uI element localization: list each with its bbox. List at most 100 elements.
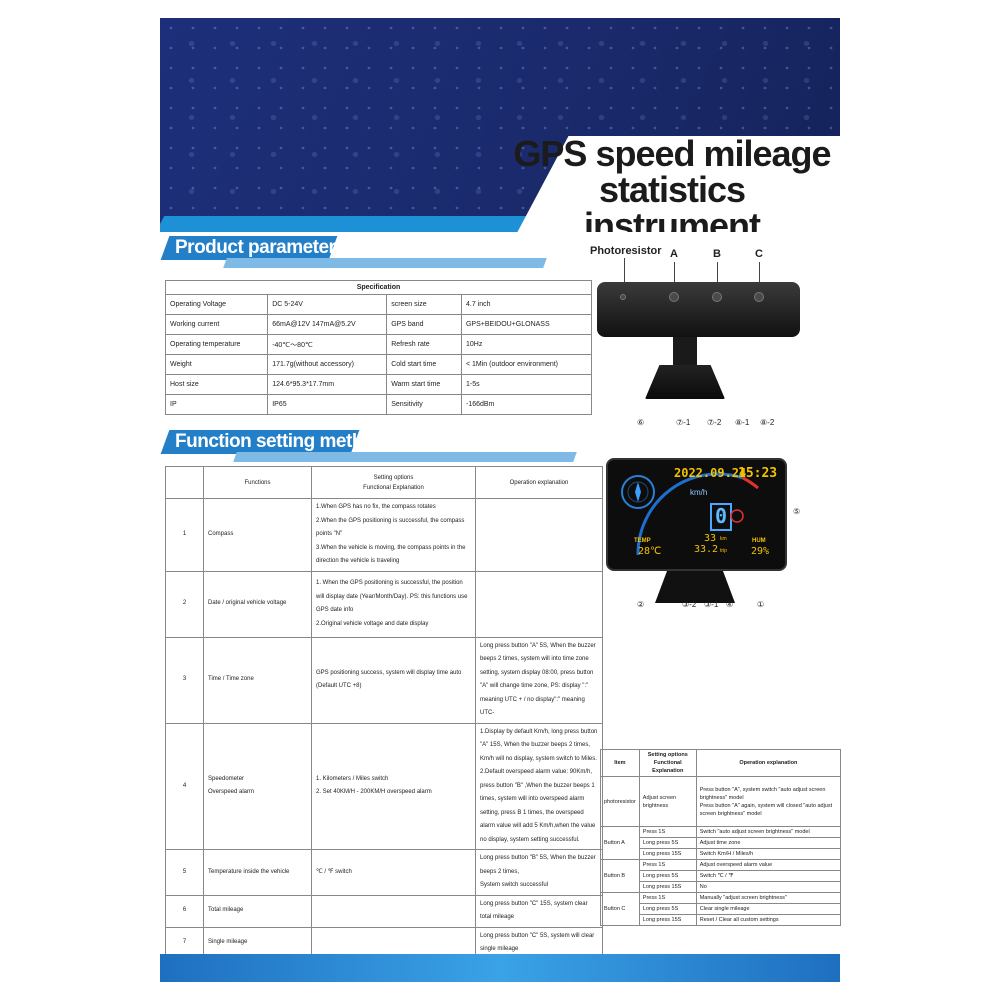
btn-cell: Long press 5S bbox=[638, 870, 697, 882]
trip-value: 33.2 bbox=[694, 544, 719, 555]
func-cell-n: 6 bbox=[165, 894, 204, 928]
temp-label: TEMP bbox=[634, 538, 651, 544]
spec-cell: GPS+BEIDOU+GLONASS bbox=[460, 314, 593, 335]
spec-cell: DC 5-24V bbox=[267, 294, 388, 315]
spec-cell: 1-5s bbox=[460, 374, 593, 395]
btn-cell-photo_item: photoresistor bbox=[600, 776, 640, 827]
btn-cell-b-item: Button B bbox=[600, 859, 640, 893]
trip-unit: trip bbox=[720, 548, 727, 554]
button-a-label: A bbox=[670, 248, 678, 260]
func-cell-s: 1. Kilometers / Miles switch 2. Set 40KM… bbox=[311, 722, 476, 850]
btn-cell: Switch "auto adjust screen brightness" m… bbox=[695, 826, 842, 838]
device-stand bbox=[645, 337, 725, 399]
func-cell-n: 3 bbox=[165, 636, 204, 724]
btn-cell: Long press 5S bbox=[638, 903, 697, 915]
func-head-blank bbox=[165, 466, 204, 499]
button-b-leader bbox=[717, 262, 718, 292]
footer-bar bbox=[160, 954, 840, 982]
btn-cell: Reset / Clear all custom settings bbox=[695, 914, 842, 926]
spec-cell: screen size bbox=[386, 294, 462, 315]
spec-cell: -40℃～80℃ bbox=[267, 334, 388, 355]
function-setting-heading: Function setting method bbox=[160, 430, 577, 462]
func-cell-n: 2 bbox=[165, 570, 204, 638]
btn-cell: Long press 15S bbox=[638, 848, 697, 860]
callout-5: ⑤ bbox=[793, 507, 801, 516]
time-display: 15:23 bbox=[738, 466, 778, 481]
spec-cell: Operating temperature bbox=[164, 334, 269, 355]
spec-cell: Warm start time bbox=[386, 374, 462, 395]
device-screen: 2022.09.24 15:23 km/h 0 TEMP 28℃ HUM 29%… bbox=[606, 458, 787, 571]
title-line-1: GPS speed mileage bbox=[513, 133, 831, 174]
date-display: 2022.09.24 bbox=[674, 466, 747, 480]
btn-cell: Adjust overspeed alarm value bbox=[695, 859, 842, 871]
callout-bottom: ② bbox=[637, 600, 645, 609]
product-parameters-heading: Product parameters bbox=[160, 236, 547, 268]
func-cell-n: 1 bbox=[165, 498, 204, 572]
page-title: GPS speed mileage statistics instrument bbox=[512, 133, 832, 233]
btn-cell: Manually "adjust screen brightness" bbox=[695, 892, 842, 904]
func-cell-f: Temperature inside the vehicle bbox=[203, 849, 312, 896]
func-cell-n: 5 bbox=[165, 849, 204, 896]
spec-cell: Host size bbox=[164, 374, 269, 395]
overspeed-indicator bbox=[730, 509, 744, 523]
speed-arc-red bbox=[742, 476, 759, 490]
speed-arc-blue bbox=[636, 472, 744, 556]
speed-value: 0 bbox=[715, 504, 728, 528]
btn-head-setting: Setting options Functional Explanation bbox=[638, 749, 697, 777]
device-front-stand bbox=[655, 571, 735, 603]
callout-bottom: ④ bbox=[726, 600, 734, 609]
spec-cell: < 1Min (outdoor environment) bbox=[460, 354, 593, 375]
func-cell-o: 1.Display by default Km/h, long press bu… bbox=[475, 722, 603, 850]
btn-cell: Long press 5S bbox=[638, 837, 697, 849]
spec-cell: 171.7g(without accessory) bbox=[267, 354, 388, 375]
button-c bbox=[754, 292, 764, 302]
spec-cell: 4.7 inch bbox=[460, 294, 593, 315]
func-cell-f: Compass bbox=[203, 498, 312, 572]
func-cell-s: 1. When the GPS positioning is successfu… bbox=[311, 570, 476, 638]
temp-value: 28℃ bbox=[638, 546, 662, 557]
compass-ring bbox=[621, 475, 655, 509]
func-cell-f: Speedometer Overspeed alarm bbox=[203, 722, 312, 850]
func-cell-o: Long press button "C" 15S, system clear … bbox=[475, 894, 603, 928]
callout-top: ⑦-1 bbox=[676, 418, 691, 427]
speed-unit: km/h bbox=[690, 488, 708, 497]
callout-top: ⑧-1 bbox=[735, 418, 750, 427]
hum-value: 29% bbox=[751, 546, 770, 557]
func-cell-f: Total mileage bbox=[203, 894, 312, 928]
spec-cell: 66mA@12V 147mA@5.2V bbox=[267, 314, 388, 335]
screen-graphics bbox=[621, 472, 759, 556]
func-cell-o bbox=[475, 570, 603, 638]
btn-cell: Clear single mileage bbox=[695, 903, 842, 915]
btn-cell-photo_set: Adjust screen brightness bbox=[638, 776, 697, 827]
spec-cell: GPS band bbox=[386, 314, 462, 335]
callout-top: ⑦-2 bbox=[707, 418, 722, 427]
func-head-operation: Operation explanation bbox=[475, 466, 603, 499]
product-parameters-title: Product parameters bbox=[175, 237, 346, 258]
hum-label: HUM bbox=[752, 538, 766, 544]
odo-unit: km bbox=[720, 536, 727, 542]
btn-cell: Press 1S bbox=[638, 826, 697, 838]
header-banner: GPS speed mileage statistics instrument bbox=[160, 18, 840, 232]
btn-cell: Switch ℃ / ℉ bbox=[695, 870, 842, 882]
photoresistor-label: Photoresistor bbox=[590, 245, 662, 257]
func-cell-s: ℃ / ℉ switch bbox=[311, 849, 476, 896]
spec-cell: Weight bbox=[164, 354, 269, 375]
callout-bottom: ③-2 bbox=[682, 600, 697, 609]
btn-head-item: Item bbox=[600, 749, 640, 777]
